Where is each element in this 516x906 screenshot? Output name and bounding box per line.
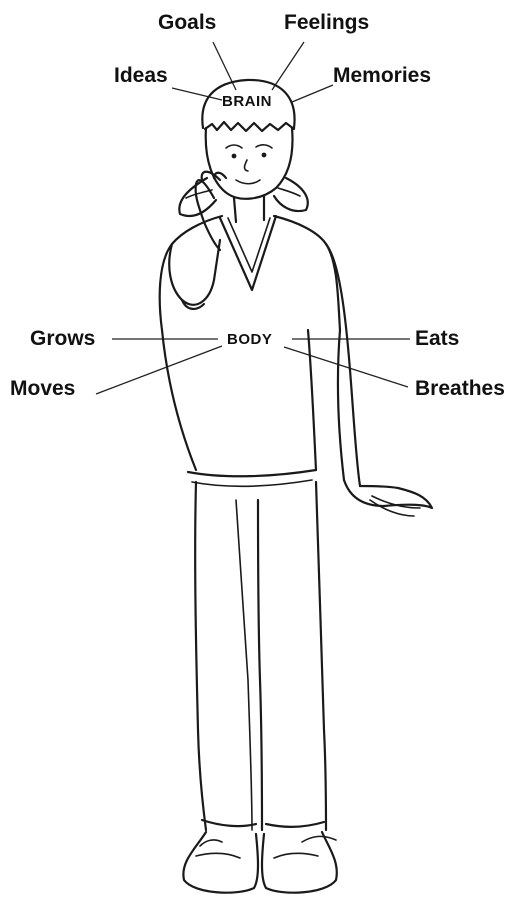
shoes [183, 832, 336, 893]
pointer-breathes [284, 347, 408, 387]
label-goals: Goals [158, 12, 216, 33]
pants [195, 482, 326, 830]
left-eye-icon [232, 154, 237, 159]
left-arm [169, 172, 226, 309]
pointer-feelings [272, 42, 304, 90]
sweater [160, 216, 340, 486]
pointer-memories [292, 85, 333, 102]
label-brain: BRAIN [222, 94, 272, 109]
label-breathes: Breathes [415, 378, 505, 399]
label-ideas: Ideas [114, 65, 168, 86]
neck [234, 196, 264, 222]
label-body: BODY [227, 332, 272, 347]
label-memories: Memories [333, 65, 431, 86]
label-grows: Grows [30, 328, 95, 349]
label-feelings: Feelings [284, 12, 369, 33]
label-moves: Moves [10, 378, 75, 399]
pointer-moves [96, 346, 222, 394]
right-eye-icon [262, 153, 267, 158]
label-eats: Eats [415, 328, 459, 349]
